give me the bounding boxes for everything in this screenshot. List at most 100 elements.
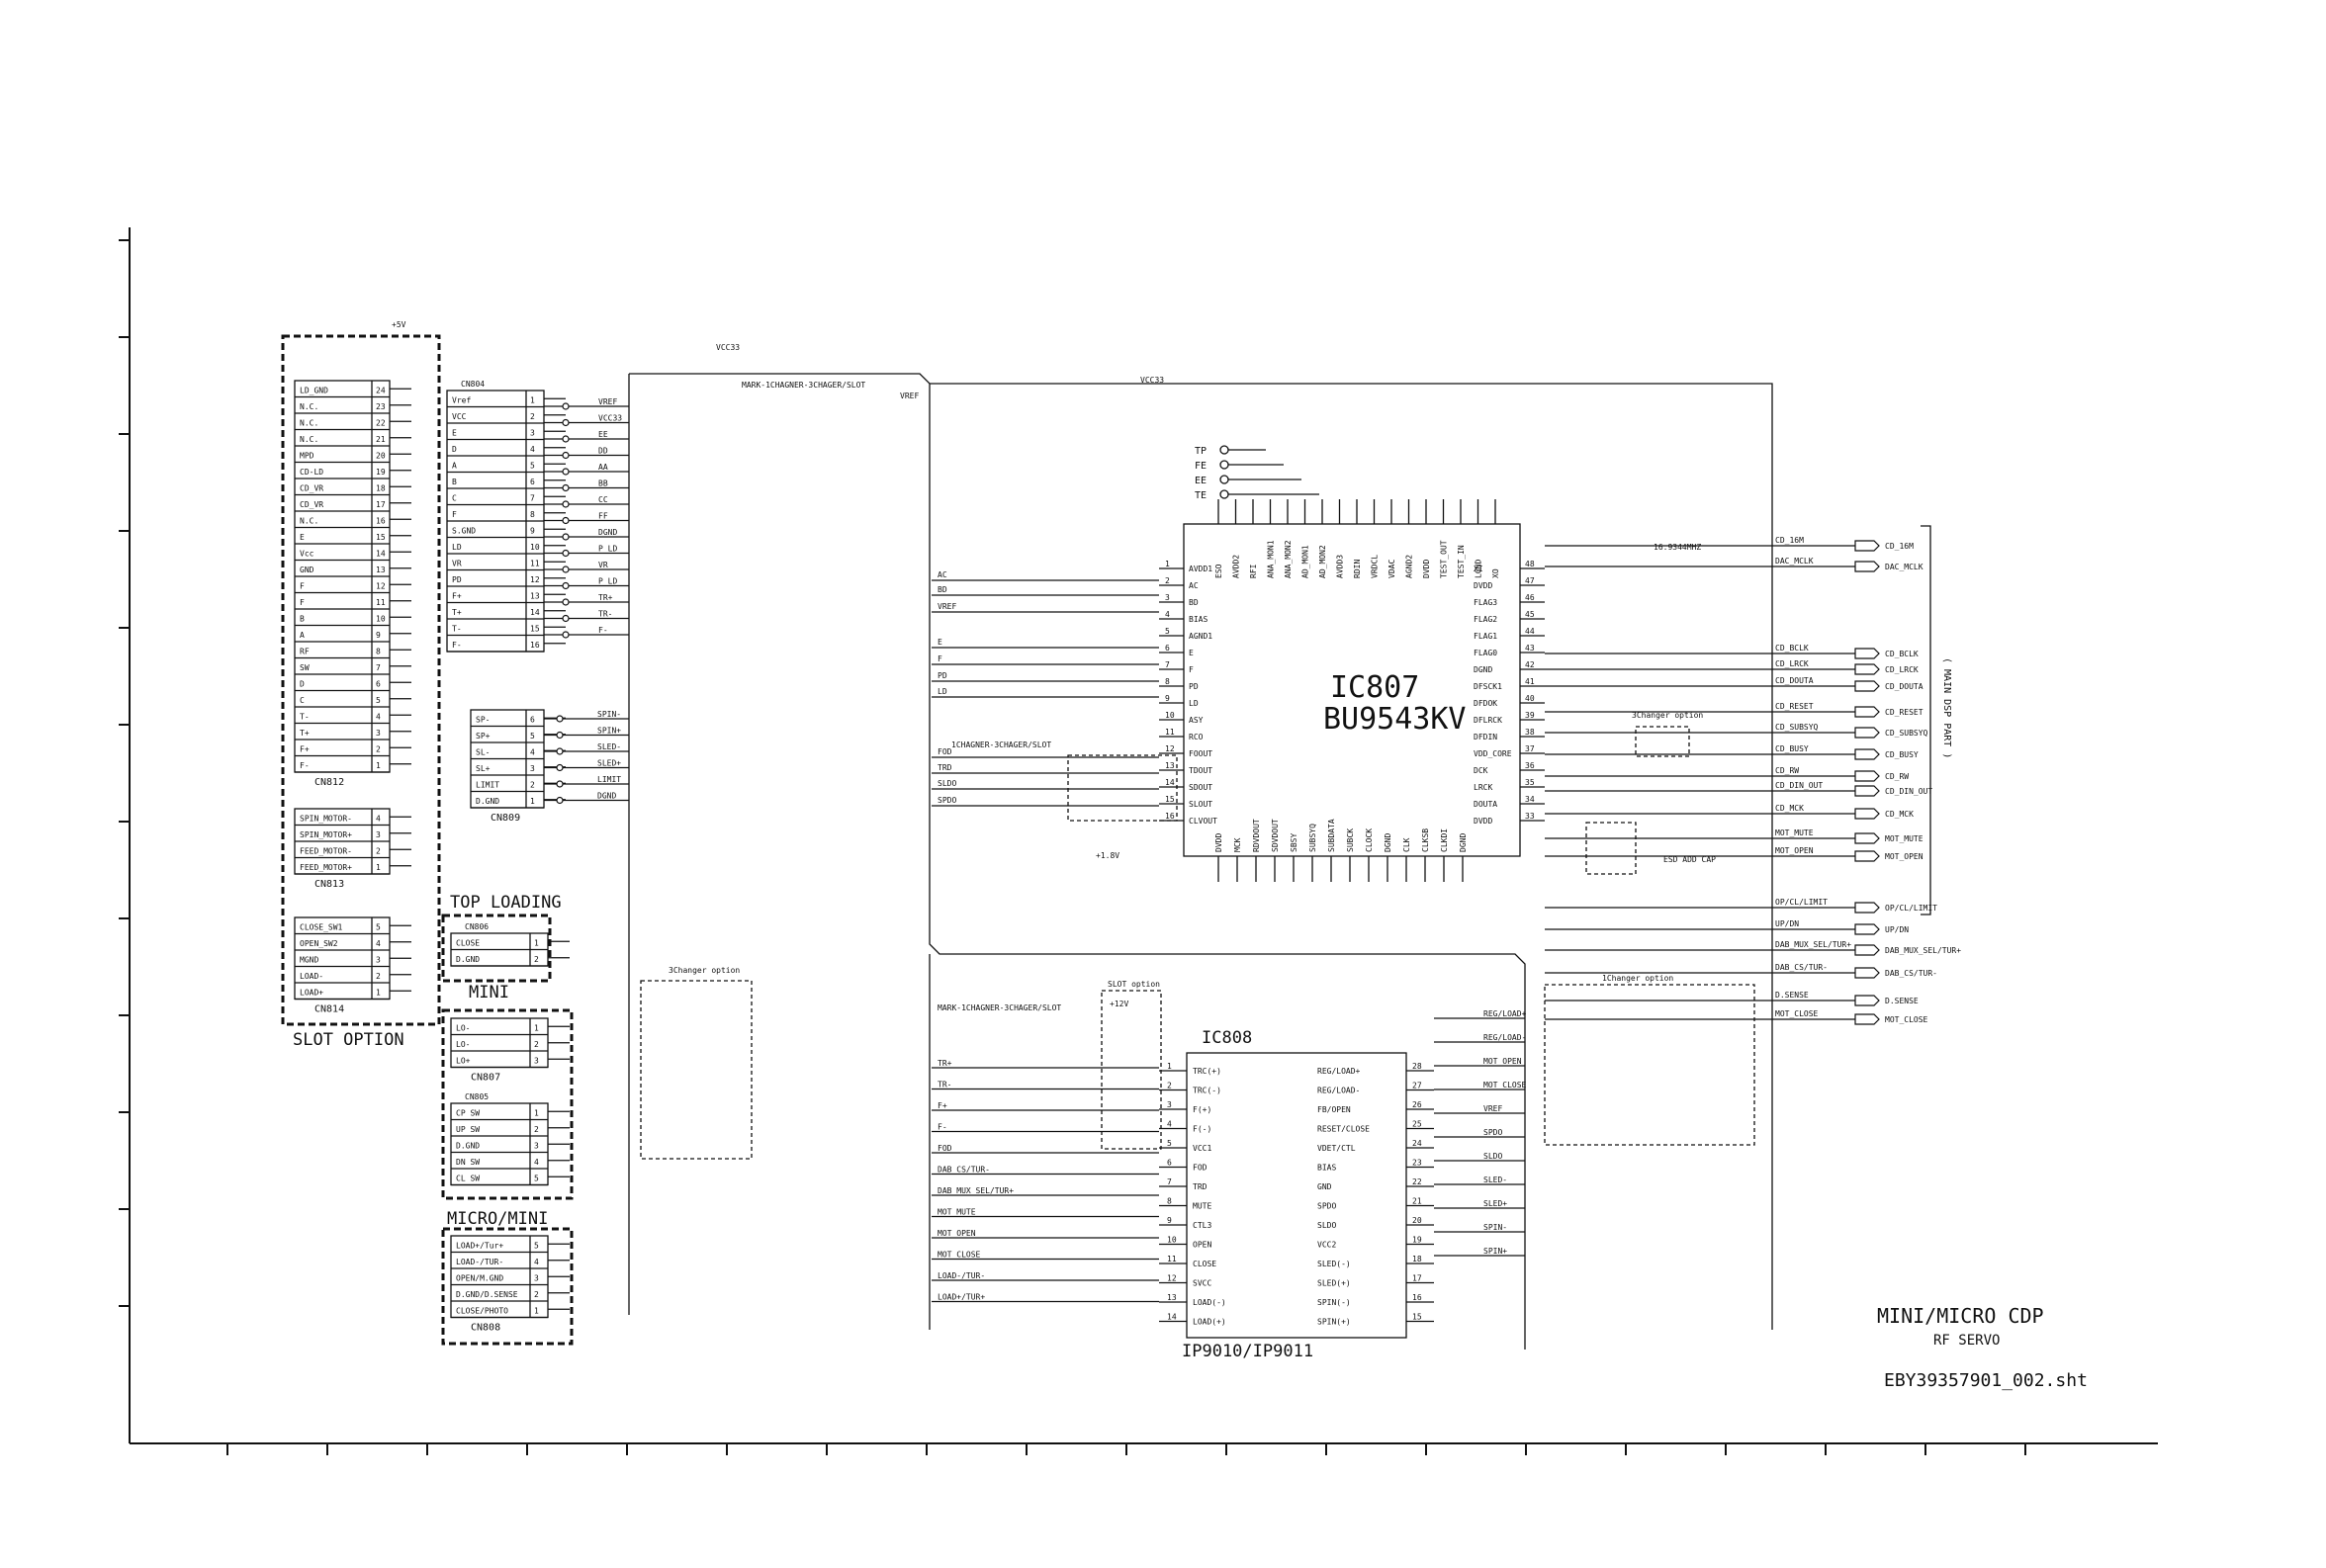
mark-left-note: 1CHAGNER-3CHAGER/SLOT	[951, 740, 1051, 749]
cn813-pin-label: FEED_MOTOR-	[300, 847, 352, 856]
cn805-pin-label: UP SW	[456, 1125, 480, 1134]
cn804-net-test-point	[562, 468, 570, 476]
cn804-pin-label: PD	[452, 575, 462, 584]
cn812-pin-label: N.C.	[300, 402, 318, 411]
cn812-pin-number: 13	[376, 566, 386, 574]
dsp-signal-tag-label: CD_DIN_OUT	[1885, 787, 1932, 796]
cn809-pin-number: 1	[530, 797, 535, 806]
cn806-pin-number: 1	[534, 939, 539, 948]
changer1-note: 1Changer option	[1602, 974, 1673, 983]
ic807-pin-name: DOUTA	[1474, 800, 1497, 809]
ic808-pin-number: 27	[1412, 1082, 1422, 1090]
cn804-pin-label: T+	[452, 608, 462, 617]
cn804-pin-label: T-	[452, 625, 462, 634]
cn812-pin-label: T+	[300, 729, 310, 738]
cn812-pin-number: 23	[376, 402, 386, 411]
cn804-pin-number: 15	[530, 625, 540, 634]
ic807-bottom-pin: RDVDOUT	[1252, 819, 1261, 852]
cn804-pin-label: D	[452, 445, 457, 454]
cn812-pin-label: CD_VR	[300, 484, 323, 493]
cn804-net: DD	[598, 447, 608, 456]
ic808-right-net: MOT_OPEN	[1483, 1057, 1522, 1066]
ic808-pin-name: OPEN	[1193, 1241, 1211, 1250]
ic808-pin-name: CLOSE	[1193, 1260, 1216, 1268]
ic808-pin-name: TRD	[1193, 1182, 1208, 1191]
crystal-note: 16.9344MHZ	[1654, 543, 1701, 552]
ic807-pin-number: 2	[1165, 576, 1170, 585]
ic808-left-net: DAB_CS/TUR-	[938, 1166, 990, 1175]
mark-ic808-note: MARK-1CHAGNER-3CHAGER/SLOT	[938, 1003, 1061, 1012]
cn808-pin-label: CLOSE/PHOTO	[456, 1307, 508, 1316]
cn812-pin-label: F	[300, 598, 305, 607]
cn804-pin-number: 12	[530, 575, 540, 584]
ic808-pin-number: 8	[1167, 1197, 1172, 1206]
dsp-signal-tag	[1854, 1013, 1880, 1025]
ic808-pin-name: RESET/CLOSE	[1317, 1125, 1370, 1134]
dsp-signal-tag	[1854, 540, 1880, 552]
ic807-pin-name: DFDIN	[1474, 733, 1497, 741]
cn804-net: P_LD	[598, 545, 617, 554]
ic807-pin-name: DVDD	[1474, 817, 1492, 826]
cn805-pin-number: 5	[534, 1175, 539, 1183]
cn804-pin-label: S.GND	[452, 527, 476, 536]
cn805-pin-label: CL SW	[456, 1175, 480, 1183]
ic807-pin-name: FLAG3	[1474, 598, 1497, 607]
cn808-body	[450, 1235, 549, 1319]
ic808-pin-name: BIAS	[1317, 1164, 1336, 1173]
ic807-top-pin: TEST_IN	[1457, 545, 1466, 578]
cn812-pin-number: 14	[376, 550, 386, 559]
cn807-pin-number: 3	[534, 1057, 539, 1066]
dsp-signal-net: CD_LRCK	[1775, 659, 1809, 668]
mini-label: MINI	[469, 983, 509, 1002]
cn808-pin-label: LOAD+/Tur+	[456, 1242, 503, 1251]
sheet-subtitle: RF SERVO	[1933, 1333, 2000, 1349]
cn808-pin-number: 2	[534, 1290, 539, 1299]
cn804-pin-number: 7	[530, 494, 535, 503]
ic808-pin-number: 23	[1412, 1159, 1422, 1168]
ic807-pin-name: DGND	[1474, 665, 1492, 674]
ic808-pin-name: SPIN(-)	[1317, 1298, 1351, 1307]
cn804-net: P_LD	[598, 577, 617, 586]
cn809-pin-label: D.GND	[476, 797, 499, 806]
cn804-pin-number: 9	[530, 527, 535, 536]
ic807-top-pin: RFI	[1249, 564, 1258, 578]
cn808-pin-label: D.GND/D.SENSE	[456, 1290, 518, 1299]
cn812-pin-number: 8	[376, 648, 381, 656]
pickup-point-label: FE	[1195, 461, 1207, 472]
ic807-pin-number: 38	[1525, 728, 1535, 737]
dsp-signal-net: CD_SUBSYQ	[1775, 723, 1819, 732]
ic808-pin-number: 12	[1167, 1274, 1177, 1283]
ic807-top-pin: DVDD	[1422, 560, 1431, 578]
ic808-ref: IC808	[1202, 1028, 1252, 1048]
ic808-pin-number: 16	[1412, 1293, 1422, 1302]
ic807-top-pin: ANA_MON2	[1284, 540, 1293, 578]
dsp-signal-net: CD_DIN_OUT	[1775, 781, 1823, 790]
ic807-top-pin: ESO	[1214, 564, 1223, 578]
ic807-pin-name: FOOUT	[1189, 749, 1212, 758]
ic808-right-net: SLED-	[1483, 1176, 1507, 1184]
pickup-test-point	[1219, 445, 1229, 455]
dsp-signal-tag-label: DAB_MUX_SEL/TUR+	[1885, 946, 1961, 955]
ic808-left-net: LOAD+/TUR+	[938, 1293, 985, 1302]
cn809-pin-number: 3	[530, 764, 535, 773]
ic807-pin-number: 48	[1525, 560, 1535, 568]
ic808-left-net: MOT_MUTE	[938, 1208, 976, 1217]
cn804-pin-label: E	[452, 429, 457, 438]
ic807-top-pin: AVDD3	[1336, 555, 1345, 578]
cn812-pin-label: T-	[300, 713, 310, 722]
cn806-pin-number: 2	[534, 955, 539, 964]
ic808-pin-number: 18	[1412, 1255, 1422, 1263]
dsp-signal-net: CD_DOUTA	[1775, 676, 1814, 685]
ic808-pin-name: SLED(+)	[1317, 1279, 1351, 1288]
ic808-right-net: SPIN-	[1483, 1223, 1507, 1232]
ic808-pin-number: 21	[1412, 1197, 1422, 1206]
cn812-pin-label: RF	[300, 648, 310, 656]
mini-box	[441, 1008, 574, 1200]
ic807-left-net: LD	[938, 687, 947, 696]
cn804-net-test-point	[562, 533, 570, 541]
cn809-net-test-point	[556, 796, 564, 805]
cn812-pin-label: A	[300, 631, 305, 640]
cn808-pin-number: 5	[534, 1242, 539, 1251]
cn809-pin-number: 2	[530, 781, 535, 790]
cn809-pin-label: SP-	[476, 716, 490, 725]
